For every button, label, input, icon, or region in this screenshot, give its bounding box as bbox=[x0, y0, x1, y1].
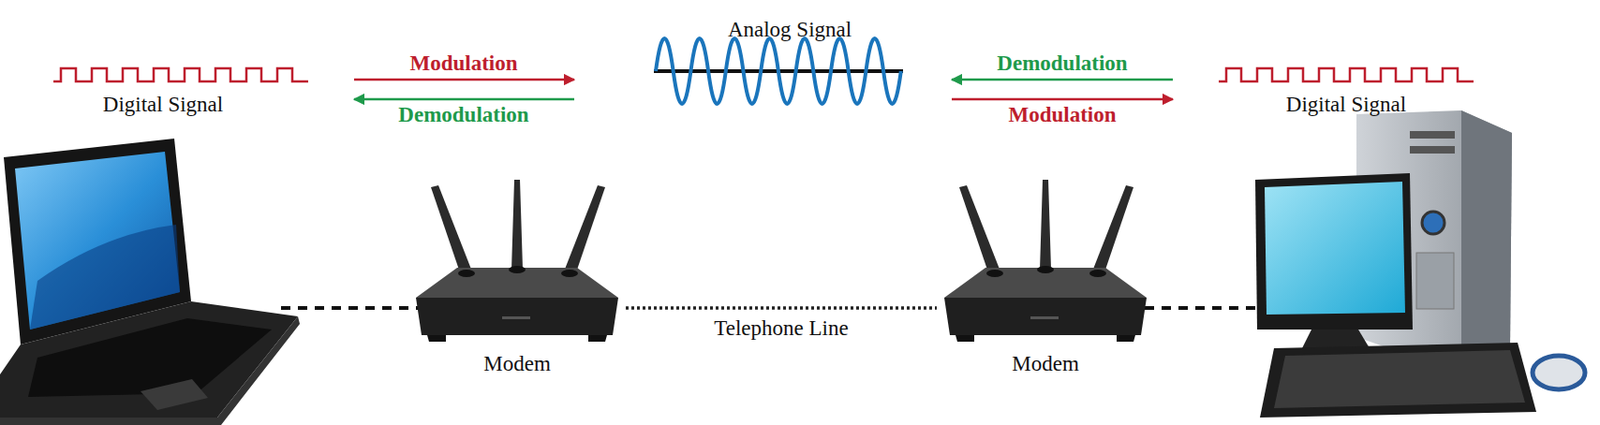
modulation-arrow bbox=[354, 78, 575, 82]
process-label: Modulation bbox=[409, 51, 518, 75]
signal-label: Digital Signal bbox=[1286, 92, 1407, 117]
modem-shape bbox=[408, 177, 626, 380]
telephone-line bbox=[625, 306, 937, 311]
laptop bbox=[0, 138, 300, 425]
cable bbox=[1144, 306, 1265, 311]
device-label: Modem bbox=[408, 352, 626, 377]
demodulation-arrow bbox=[354, 98, 575, 102]
process-label: Demodulation bbox=[996, 51, 1127, 75]
modulation-arrow bbox=[951, 98, 1173, 102]
modem-node: Modem bbox=[408, 177, 626, 380]
signal-label: Digital Signal bbox=[103, 92, 223, 117]
line-label: Telephone Line bbox=[713, 316, 848, 341]
device-label: Modem bbox=[936, 352, 1155, 377]
demodulation-arrow bbox=[951, 78, 1173, 82]
cable bbox=[281, 306, 418, 311]
modem-node: Modem bbox=[936, 177, 1155, 380]
process-label: Demodulation bbox=[398, 103, 529, 127]
desktop-computer bbox=[1255, 110, 1586, 418]
process-label: Modulation bbox=[1007, 103, 1116, 127]
signal-label: Analog Signal bbox=[727, 17, 852, 42]
digital-wave bbox=[1218, 68, 1474, 82]
digital-wave bbox=[53, 68, 309, 82]
analog-wave bbox=[655, 38, 902, 104]
modem-shape bbox=[936, 177, 1155, 380]
